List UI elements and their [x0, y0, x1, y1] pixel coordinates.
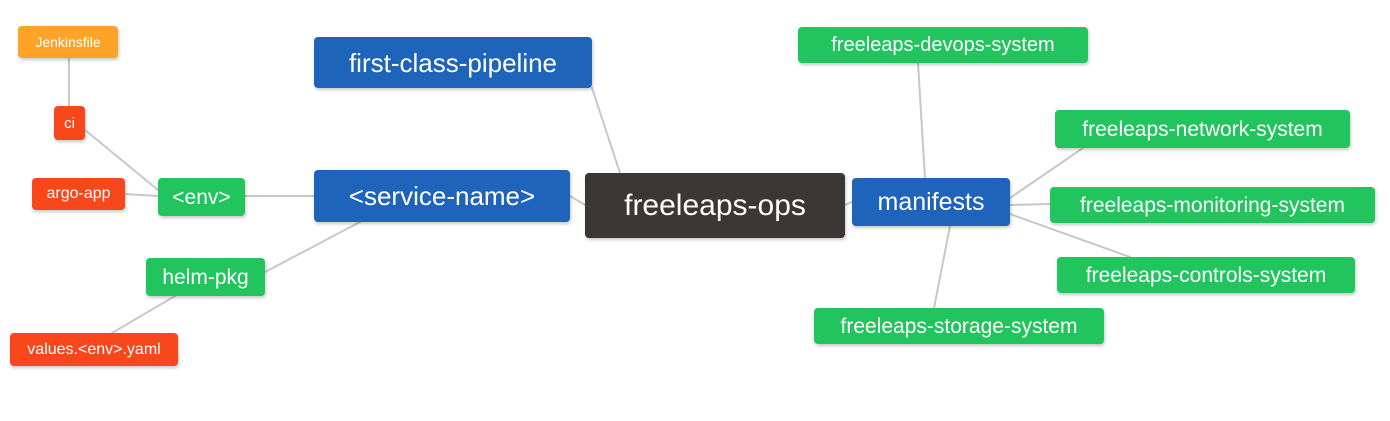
edge-freeleaps-ops-to-first-class-pipeline [591, 87, 621, 174]
node-label-freeleaps-network-system: freeleaps-network-system [1082, 117, 1323, 141]
node-label-freeleaps-devops-system: freeleaps-devops-system [831, 34, 1055, 56]
node-label-values-env-yaml: values.<env>.yaml [27, 340, 161, 358]
edge-manifests-to-freeleaps-monitoring-system [1009, 203, 1051, 206]
node-label-freeleaps-monitoring-system: freeleaps-monitoring-system [1080, 193, 1345, 217]
edge-service-name-to-helm-pkg [264, 221, 361, 273]
node-helm-pkg[interactable]: helm-pkg [146, 258, 265, 296]
edge-env-to-argo-app [124, 193, 159, 197]
node-label-ci: ci [64, 114, 75, 132]
node-service-name[interactable]: <service-name> [314, 170, 570, 222]
node-freeleaps-network-system[interactable]: freeleaps-network-system [1055, 110, 1350, 148]
node-label-service-name: <service-name> [348, 181, 536, 211]
node-manifests[interactable]: manifests [852, 178, 1010, 226]
node-freeleaps-devops-system[interactable]: freeleaps-devops-system [798, 27, 1088, 63]
node-label-argo-app: argo-app [46, 185, 111, 202]
edge-freeleaps-ops-to-service-name [569, 195, 586, 206]
edge-helm-pkg-to-values-env-yaml [111, 295, 176, 334]
node-label-helm-pkg: helm-pkg [162, 265, 249, 289]
node-jenkinsfile[interactable]: Jenkinsfile [18, 26, 118, 58]
node-first-class-pipeline[interactable]: first-class-pipeline [314, 37, 592, 88]
node-freeleaps-storage-system[interactable]: freeleaps-storage-system [814, 308, 1104, 344]
node-label-freeleaps-controls-system: freeleaps-controls-system [1085, 263, 1327, 287]
node-label-env: <env> [172, 185, 231, 209]
edge-manifests-to-freeleaps-storage-system [933, 225, 951, 309]
node-env[interactable]: <env> [158, 178, 245, 216]
node-freeleaps-monitoring-system[interactable]: freeleaps-monitoring-system [1050, 187, 1375, 223]
node-freeleaps-ops[interactable]: freeleaps-ops [585, 173, 845, 238]
node-argo-app[interactable]: argo-app [32, 178, 125, 210]
node-freeleaps-controls-system[interactable]: freeleaps-controls-system [1057, 257, 1355, 293]
node-ci[interactable]: ci [54, 106, 85, 140]
edge-manifests-to-freeleaps-devops-system [917, 62, 926, 179]
node-label-freeleaps-ops: freeleaps-ops [624, 188, 806, 222]
node-label-jenkinsfile: Jenkinsfile [35, 34, 101, 50]
node-values-env-yaml[interactable]: values.<env>.yaml [10, 333, 178, 366]
node-label-freeleaps-storage-system: freeleaps-storage-system [840, 314, 1078, 338]
edge-freeleaps-ops-to-manifests [844, 201, 853, 206]
node-label-first-class-pipeline: first-class-pipeline [348, 47, 558, 78]
node-label-manifests: manifests [877, 187, 985, 216]
